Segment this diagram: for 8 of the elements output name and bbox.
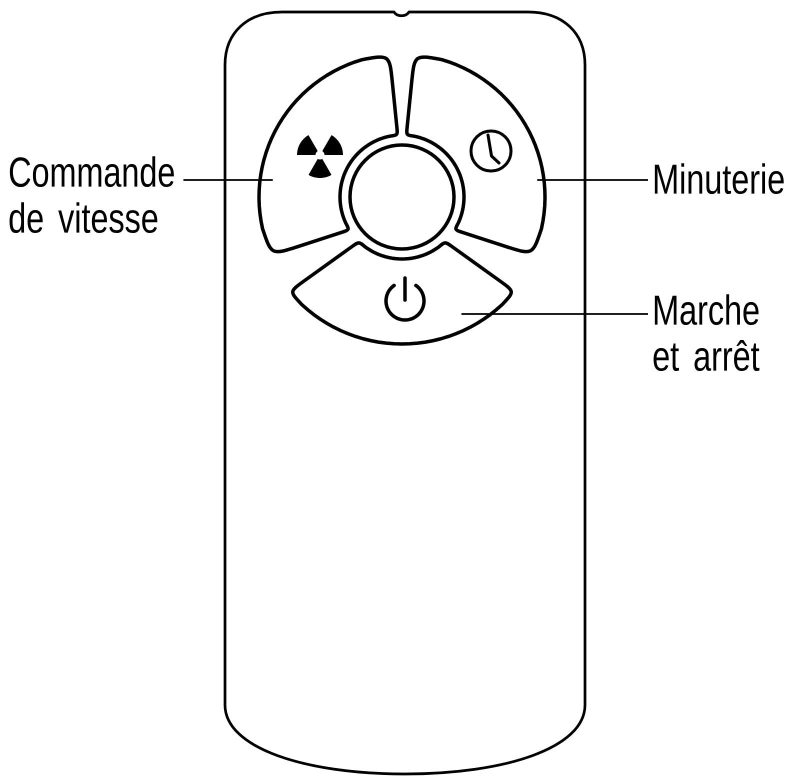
power-button [291, 241, 513, 346]
round-button [348, 143, 456, 251]
callout-label: Marche et arrêt [654, 294, 760, 372]
callout-label: Minuterie [654, 163, 784, 194]
leader-line [537, 179, 648, 181]
leader-line [461, 313, 648, 315]
callout-label: Commande de vitesse [10, 156, 174, 234]
leader-line [183, 179, 273, 181]
